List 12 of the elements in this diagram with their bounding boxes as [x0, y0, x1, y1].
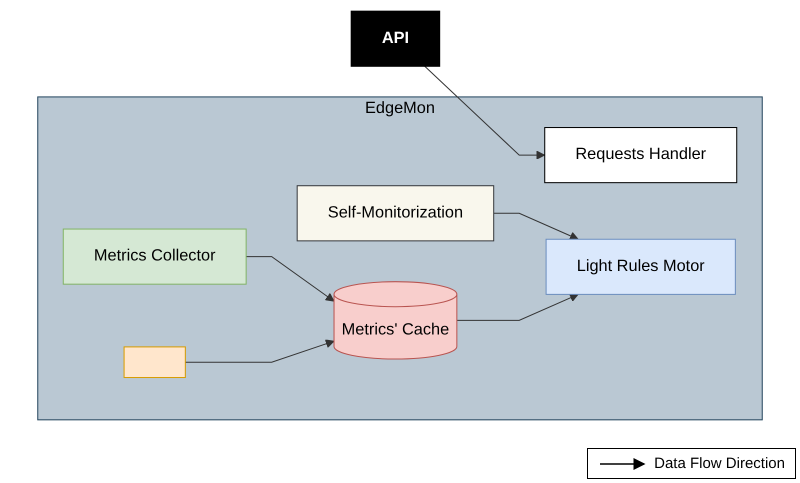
arrow [185, 338, 334, 362]
legend-text: Data Flow Direction [654, 455, 785, 472]
node-box: Requests Handler [544, 126, 738, 183]
node-box: Light Rules Motor [546, 238, 736, 294]
node-box: API [350, 10, 440, 66]
arrow [246, 256, 334, 302]
node-box: Metrics Collector [62, 228, 247, 284]
node-box: Self-Monitorization [296, 184, 494, 241]
node-box [124, 346, 186, 378]
arrow [424, 65, 546, 160]
arrow [456, 293, 579, 320]
arrow [494, 212, 579, 240]
